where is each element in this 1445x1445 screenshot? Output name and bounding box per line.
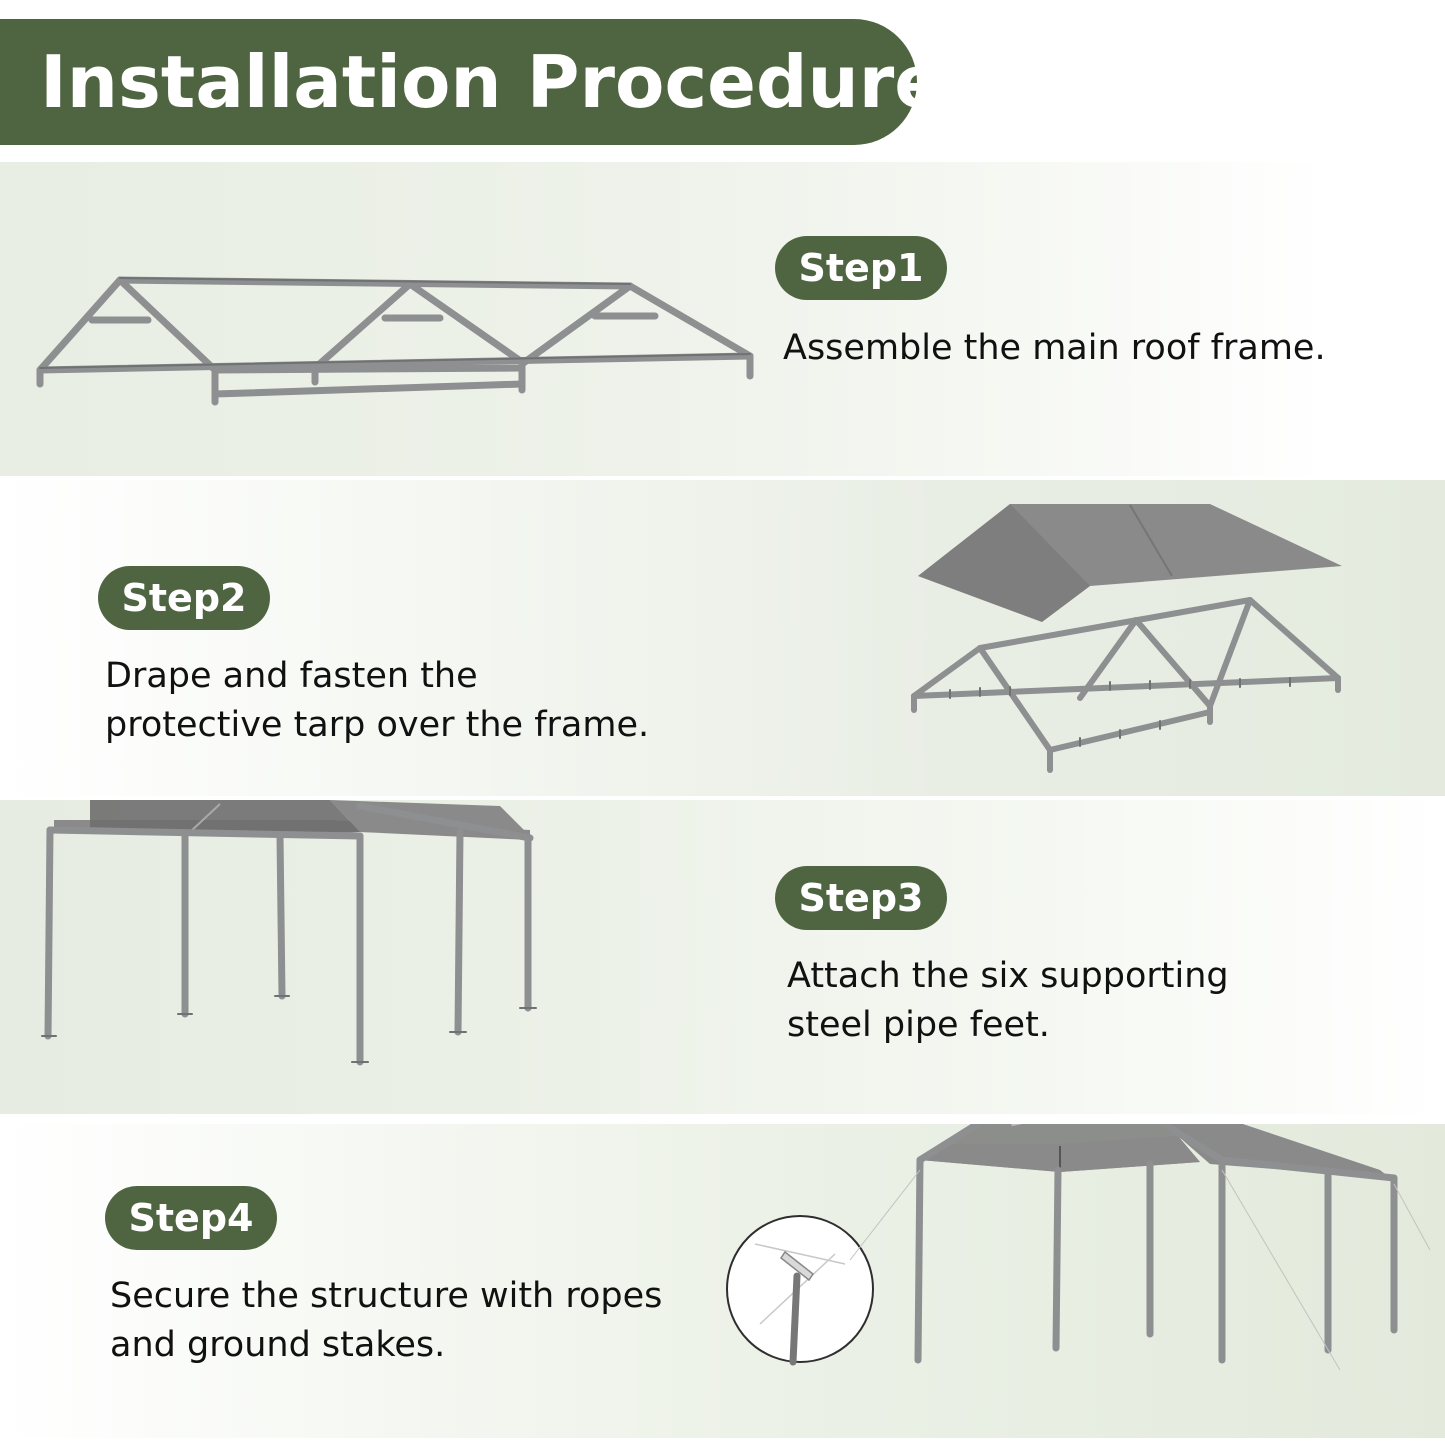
step-1-description: Assemble the main roof frame. <box>783 324 1326 373</box>
step-4-line-2: and ground stakes. <box>110 1325 446 1365</box>
step-1-line-1: Assemble the main roof frame. <box>783 328 1326 368</box>
step-4-line-1: Secure the structure with ropes <box>110 1276 663 1316</box>
step-1-panel: Step1 Assemble the main roof frame. <box>0 162 1445 476</box>
step-3-panel: Step3 Attach the six supporting steel pi… <box>0 800 1445 1114</box>
step-3-description: Attach the six supporting steel pipe fee… <box>787 952 1229 1050</box>
page-title: Installation Procedure <box>40 40 944 124</box>
step-3-line-1: Attach the six supporting <box>787 956 1229 996</box>
step-2-line-1: Drape and fasten the <box>105 656 478 696</box>
step-4-panel: Step4 Secure the structure with ropes an… <box>0 1124 1445 1438</box>
secured-carport-illustration <box>849 1124 1431 1371</box>
stake-detail-inset <box>726 1215 874 1366</box>
step-3-line-2: steel pipe feet. <box>787 1005 1050 1045</box>
step-2-line-2: protective tarp over the frame. <box>105 705 650 745</box>
tarp-over-frame-illustration <box>911 504 1342 773</box>
title-banner: Installation Procedure <box>0 19 943 145</box>
step-4-description: Secure the structure with ropes and grou… <box>110 1272 662 1370</box>
step-2-badge: Step2 <box>98 566 270 630</box>
step-4-badge: Step4 <box>105 1186 277 1250</box>
frame-with-legs-illustration <box>41 800 537 1066</box>
roof-frame-illustration <box>36 276 754 406</box>
step-3-badge: Step3 <box>775 866 947 930</box>
step-1-badge: Step1 <box>775 236 947 300</box>
step-2-panel: Step2 Drape and fasten the protective ta… <box>0 480 1445 796</box>
step-2-description: Drape and fasten the protective tarp ove… <box>105 652 649 750</box>
